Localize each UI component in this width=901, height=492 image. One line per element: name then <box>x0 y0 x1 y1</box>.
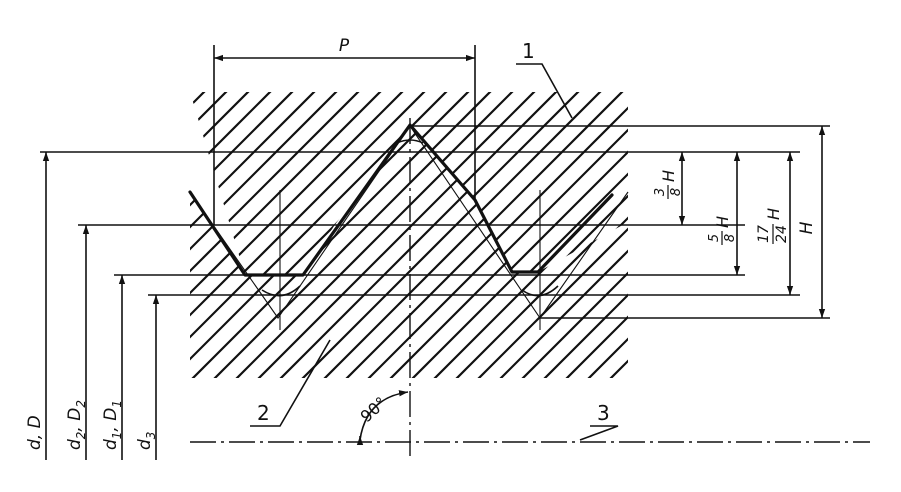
hatch-line <box>190 125 248 378</box>
svg-text:17: 17 <box>756 225 772 243</box>
svg-text:5: 5 <box>707 234 722 242</box>
hatch-line <box>723 60 901 420</box>
hatch-line <box>337 92 628 275</box>
right-angle-arc <box>359 390 409 441</box>
hatch-line <box>190 92 501 275</box>
leader-3 <box>579 425 619 441</box>
label-d3: d3 <box>135 432 158 450</box>
hatch-line <box>403 92 628 275</box>
hatch-line <box>877 60 901 420</box>
hatch-line <box>190 125 226 378</box>
hatch-line <box>480 125 628 378</box>
root-fillet-left <box>261 285 301 297</box>
hatch-line <box>822 60 901 420</box>
hatch-line <box>190 125 380 378</box>
svg-text:H: H <box>659 170 678 182</box>
hatch-line <box>260 125 622 378</box>
angle-label: 90° <box>357 393 391 426</box>
pitch-label: P <box>339 36 350 56</box>
leader-2 <box>250 339 331 427</box>
hatch-line <box>458 125 628 378</box>
hatch-line <box>546 125 628 378</box>
hatch-line <box>238 125 600 378</box>
hatch-line <box>0 60 71 420</box>
hatch-line <box>855 60 901 420</box>
hatch-line <box>190 92 479 275</box>
hatch-line <box>194 125 556 378</box>
hatch-line <box>190 125 424 378</box>
hatch-line <box>190 92 457 275</box>
svg-text:8: 8 <box>723 234 738 242</box>
hatch-line <box>0 60 170 420</box>
hatch-line <box>491 92 628 275</box>
hatch-line <box>0 60 82 420</box>
hatch-line <box>844 60 901 420</box>
label-3-8H: 3 8 H <box>653 170 684 199</box>
label-d2-D2: d2, D2 <box>65 400 88 450</box>
hatch-line <box>590 125 628 378</box>
svg-text:3: 3 <box>653 188 668 196</box>
hatch-line <box>190 92 259 275</box>
hatch-line <box>712 60 901 420</box>
label-d1-D1: d1, D1 <box>101 400 124 450</box>
hatch-line <box>0 60 115 420</box>
hatch-line <box>190 125 468 378</box>
hatch-line <box>800 60 901 420</box>
hatch-line <box>190 92 193 275</box>
hatch-line <box>190 92 435 275</box>
hatch-line <box>0 60 60 420</box>
part-label-3: 3 <box>597 401 610 425</box>
hatch-line <box>436 125 628 378</box>
hatch-line <box>0 60 137 420</box>
hatch-line <box>190 125 446 378</box>
hatch-line <box>304 125 628 378</box>
hatch-line <box>190 92 369 275</box>
hatch-line <box>190 125 270 378</box>
label-17-24H: 17 24 H <box>756 208 790 244</box>
label-5-8H: 5 8 H <box>707 216 738 245</box>
hatch-line <box>866 60 901 420</box>
hatch-line <box>190 125 336 378</box>
hatch-line <box>0 60 126 420</box>
hatch-line <box>811 60 901 420</box>
hatch-line <box>0 60 181 420</box>
hatch-line <box>190 125 534 378</box>
svg-text:H: H <box>764 208 783 220</box>
hatch-line <box>190 125 358 378</box>
hatch-line <box>0 60 104 420</box>
leader-1 <box>516 63 573 119</box>
label-H: H <box>797 221 817 234</box>
hatch-line <box>190 125 490 378</box>
hatch-line <box>190 92 347 275</box>
hatch-line <box>190 92 237 275</box>
hatch-line <box>282 125 628 378</box>
part-label-2: 2 <box>257 401 270 425</box>
hatch-line <box>778 60 901 420</box>
hatch-line <box>502 125 628 378</box>
label-d-D: d, D <box>25 415 45 450</box>
hatch-line <box>447 92 628 275</box>
hatch-line <box>579 92 628 275</box>
hatch-line <box>190 125 204 378</box>
hatch-line <box>190 92 215 275</box>
hatch-line <box>190 92 303 275</box>
hatch-line <box>0 60 148 420</box>
hatch-line <box>0 60 159 420</box>
hatch-line <box>216 125 578 378</box>
hatch-line <box>190 92 325 275</box>
svg-text:8: 8 <box>669 188 684 196</box>
hatch-line <box>381 92 628 275</box>
hatch-line <box>789 60 901 420</box>
fundamental-triangle <box>189 125 629 319</box>
part-label-1: 1 <box>522 39 535 63</box>
svg-text:24: 24 <box>774 225 790 243</box>
hatch-line <box>601 92 628 275</box>
hatch-line <box>524 125 628 378</box>
bolt-thread-profile <box>188 123 614 277</box>
hatch-line <box>190 92 281 275</box>
hatch-line <box>888 60 901 420</box>
hatch-line <box>833 60 901 420</box>
svg-text:H: H <box>713 216 732 228</box>
